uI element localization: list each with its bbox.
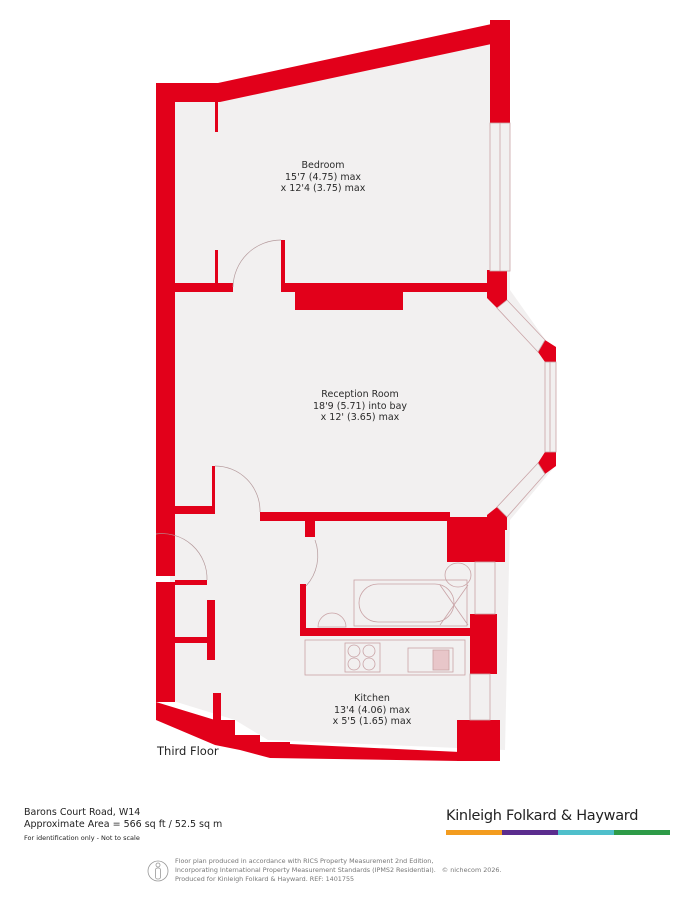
footer-line: Incorporating International Property Mea… [175, 866, 436, 874]
footer: Floor plan produced in accordance with R… [147, 857, 502, 885]
room-dimension: 13'4 (4.06) max [333, 704, 411, 716]
room-label-kitchen: Kitchen 13'4 (4.06) max x 5'5 (1.65) max [333, 693, 412, 728]
footer-line: Floor plan produced in accordance with R… [175, 857, 434, 865]
bar-purple [502, 830, 558, 835]
floor-plan [155, 20, 557, 761]
basin [317, 612, 347, 628]
hob [344, 642, 381, 673]
fixtures [304, 562, 472, 676]
sink [407, 647, 454, 673]
room-name: Bedroom [301, 160, 345, 171]
bar-green [614, 830, 670, 835]
copyright: © nichecom 2026. [441, 866, 502, 874]
property-info: Barons Court Road, W14 Approximate Area … [24, 807, 222, 843]
brand-logo: Kinleigh Folkard & Hayward [446, 808, 670, 835]
room-label-reception: Reception Room 18'9 (5.71) into bay x 12… [313, 389, 407, 424]
bathtub [353, 579, 468, 627]
outer-walls [156, 20, 556, 761]
room-name: Reception Room [321, 389, 399, 400]
address: Barons Court Road, W14 [24, 807, 141, 818]
floor-area [170, 36, 556, 750]
room-label-bedroom: Bedroom 15'7 (4.75) max x 12'4 (3.75) ma… [281, 160, 366, 195]
approximate-area: Approximate Area = 566 sq ft / 52.5 sq m [24, 819, 223, 830]
windows [469, 122, 557, 721]
room-dimension: 15'7 (4.75) max [284, 171, 362, 183]
door-swings [155, 239, 319, 587]
brand-color-bar [446, 830, 670, 835]
room-name: Kitchen [354, 693, 390, 704]
room-dimension: x 12' (3.65) max [320, 412, 400, 423]
room-dimension: x 5'5 (1.65) max [332, 716, 412, 727]
disclaimer: For identification only - Not to scale [24, 834, 140, 842]
floor-label: Third Floor [157, 744, 219, 758]
brand-name: Kinleigh Folkard & Hayward [446, 808, 639, 824]
footer-line: Produced for Kinleigh Folkard & Hayward.… [175, 875, 355, 883]
room-dimension: x 12'4 (3.75) max [280, 183, 366, 194]
rics-statement: Floor plan produced in accordance with R… [175, 857, 436, 884]
room-dimension: 18'9 (5.71) into bay [312, 400, 408, 412]
bar-orange [446, 830, 502, 835]
inner-walls [175, 102, 491, 723]
bar-teal [558, 830, 614, 835]
person-icon [147, 860, 169, 882]
toilet [444, 562, 472, 588]
